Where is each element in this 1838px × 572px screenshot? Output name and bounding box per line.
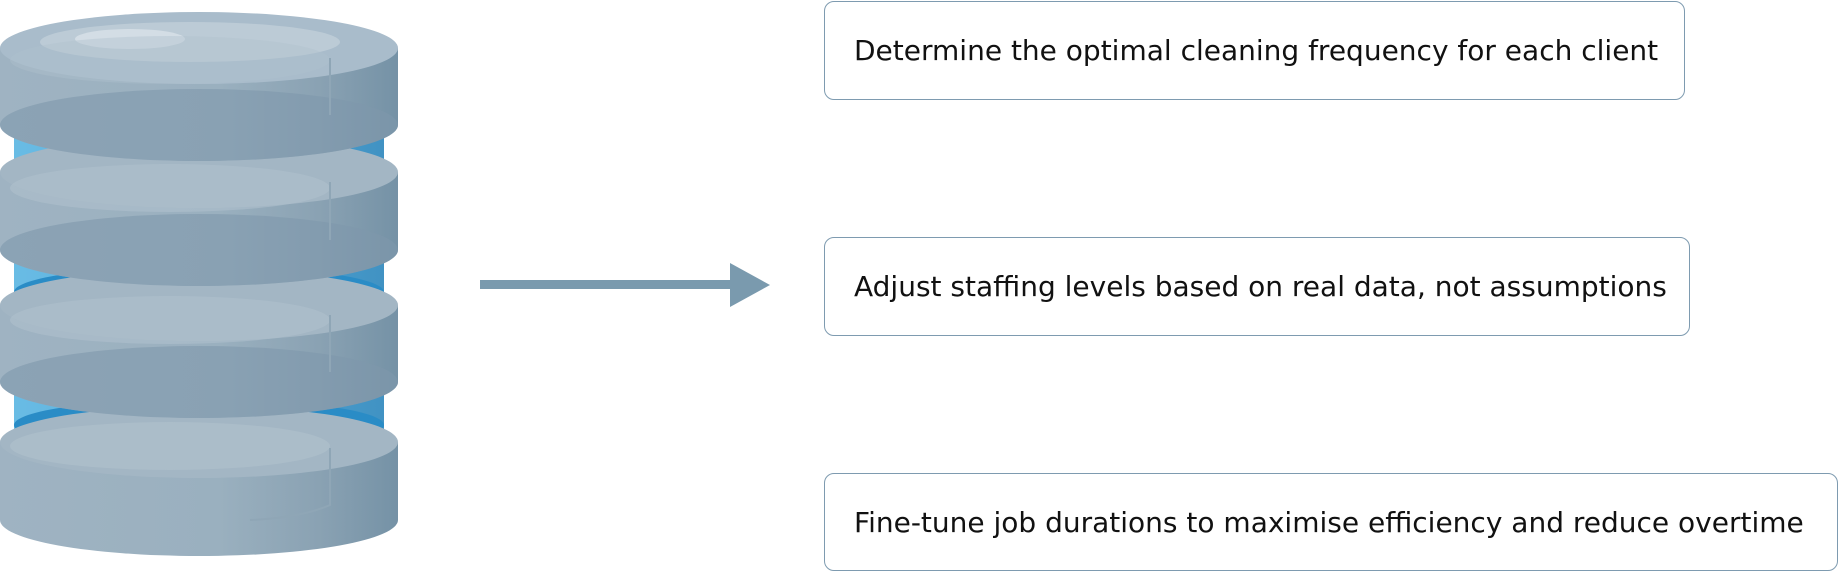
outcome-text-2: Adjust staffing levels based on real dat… [854,270,1667,303]
outcome-card-3: Fine-tune job durations to maximise effi… [824,473,1838,571]
outcome-text-3: Fine-tune job durations to maximise effi… [854,505,1804,539]
database-stack-icon [0,12,398,556]
outcome-card-1: Determine the optimal cleaning frequency… [824,1,1685,100]
database-disk-1 [0,12,398,161]
outcome-text-1: Determine the optimal cleaning frequency… [854,34,1659,67]
arrow-right-icon [480,263,770,307]
database-disk-4 [0,406,398,556]
database-disk-3 [0,269,398,418]
outcome-card-2: Adjust staffing levels based on real dat… [824,237,1690,336]
